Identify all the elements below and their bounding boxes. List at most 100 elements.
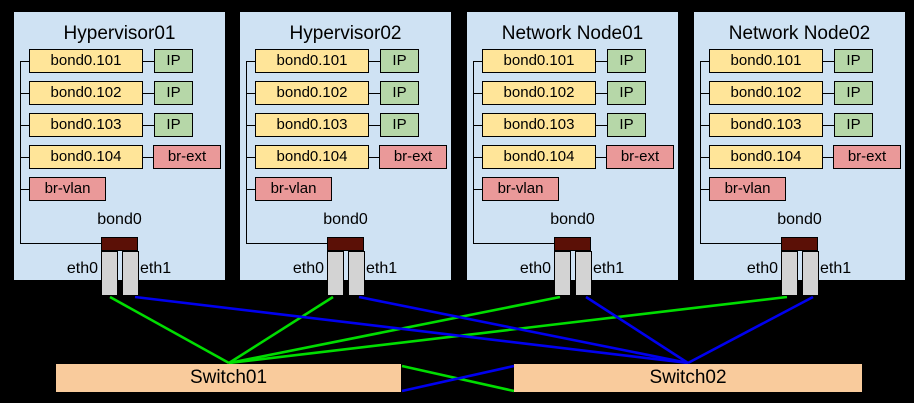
connector-line <box>700 157 709 158</box>
connector-line <box>473 157 482 158</box>
connector-line <box>700 61 701 244</box>
ip-box: IP <box>154 49 193 73</box>
connector-line <box>246 243 328 244</box>
switch-label: Switch01 <box>189 367 268 388</box>
networknode01-eth0-switch01-link <box>228 295 561 365</box>
connector-line <box>700 61 709 62</box>
vlan-box: bond0.102 <box>255 81 369 105</box>
hypervisor01-eth1-switch02-link <box>134 295 689 365</box>
connector-line <box>596 157 607 158</box>
node-card-hypervisor02: Hypervisor02 bond0.101 IP bond0.102 IP b… <box>238 10 453 296</box>
connector-line <box>20 125 29 126</box>
networknode01-eth1-switch02-link <box>585 295 689 365</box>
node-card-hypervisor01: Hypervisor01 bond0.101 IP bond0.102 IP b… <box>12 10 227 296</box>
br-ext-box: br-ext <box>833 145 901 169</box>
vlan-box: bond0.101 <box>709 49 823 73</box>
connector-line <box>20 93 29 94</box>
connector-line <box>369 157 380 158</box>
br-vlan-box: br-vlan <box>482 177 559 201</box>
connector-line <box>143 125 154 126</box>
node-card-networknode01: Network Node01 bond0.101 IP bond0.102 IP… <box>465 10 680 296</box>
bond0-label: bond0 <box>323 211 368 228</box>
ip-box: IP <box>380 49 419 73</box>
eth1-port <box>122 251 139 296</box>
ip-box: IP <box>834 113 873 137</box>
vlan-box: bond0.101 <box>255 49 369 73</box>
connector-line <box>246 93 255 94</box>
eth0-label: eth0 <box>519 260 551 277</box>
connector-line <box>700 243 782 244</box>
connector-line <box>473 61 482 62</box>
connector-line <box>20 157 29 158</box>
ip-box: IP <box>380 81 419 105</box>
node-title: Hypervisor01 <box>63 23 176 44</box>
connector-line <box>20 61 21 244</box>
br-ext-box: br-ext <box>606 145 674 169</box>
bond0-label: bond0 <box>550 211 595 228</box>
connector-line <box>700 125 709 126</box>
bond0-nic <box>101 237 138 251</box>
eth1-label: eth1 <box>820 260 852 277</box>
eth0-port <box>101 251 118 296</box>
ip-box: IP <box>834 49 873 73</box>
connector-line <box>473 189 482 190</box>
br-vlan-box: br-vlan <box>255 177 332 201</box>
connector-line <box>823 157 834 158</box>
eth0-port <box>327 251 344 296</box>
vlan-box: bond0.104 <box>482 145 596 169</box>
connector-line <box>473 61 474 244</box>
eth1-label: eth1 <box>140 260 172 277</box>
bond0-label: bond0 <box>777 211 822 228</box>
vlan-box: bond0.103 <box>709 113 823 137</box>
connector-line <box>369 93 380 94</box>
hypervisor01-eth0-switch01-link <box>109 295 230 365</box>
vlan-box: bond0.102 <box>482 81 596 105</box>
hypervisor02-eth1-switch02-link <box>358 295 689 365</box>
networknode02-eth0-switch01-link <box>228 295 788 365</box>
ip-box: IP <box>154 113 193 137</box>
vlan-box: bond0.102 <box>709 81 823 105</box>
vlan-box: bond0.104 <box>709 145 823 169</box>
bond0-label: bond0 <box>97 211 142 228</box>
ip-box: IP <box>380 113 419 137</box>
connector-line <box>246 189 255 190</box>
connector-line <box>596 93 607 94</box>
eth1-port <box>348 251 365 296</box>
connector-line <box>823 61 834 62</box>
connector-line <box>246 125 255 126</box>
connector-line <box>369 61 380 62</box>
connector-line <box>20 243 102 244</box>
switch-crosslink-blue <box>401 364 515 393</box>
vlan-box: bond0.104 <box>29 145 143 169</box>
connector-line <box>246 61 247 244</box>
ip-box: IP <box>834 81 873 105</box>
br-ext-box: br-ext <box>153 145 221 169</box>
connector-line <box>246 157 255 158</box>
eth1-label: eth1 <box>593 260 625 277</box>
eth1-port <box>575 251 592 296</box>
bond0-nic <box>327 237 364 251</box>
node-title: Hypervisor02 <box>289 23 402 44</box>
eth0-port <box>554 251 571 296</box>
bond0-nic <box>781 237 818 251</box>
switch02-box: Switch02 <box>514 364 862 392</box>
connector-line <box>143 93 154 94</box>
hypervisor02-eth0-switch01-link <box>228 295 334 365</box>
connector-line <box>700 93 709 94</box>
ip-box: IP <box>154 81 193 105</box>
br-ext-box: br-ext <box>379 145 447 169</box>
bond0-nic <box>554 237 591 251</box>
ip-box: IP <box>607 49 646 73</box>
vlan-box: bond0.101 <box>29 49 143 73</box>
ip-box: IP <box>607 113 646 137</box>
connector-line <box>20 189 29 190</box>
eth0-label: eth0 <box>66 260 98 277</box>
node-title: Network Node02 <box>728 23 871 44</box>
eth0-port <box>781 251 798 296</box>
vlan-box: bond0.101 <box>482 49 596 73</box>
connector-line <box>700 189 709 190</box>
switch01-box: Switch01 <box>56 364 401 392</box>
eth1-label: eth1 <box>366 260 398 277</box>
